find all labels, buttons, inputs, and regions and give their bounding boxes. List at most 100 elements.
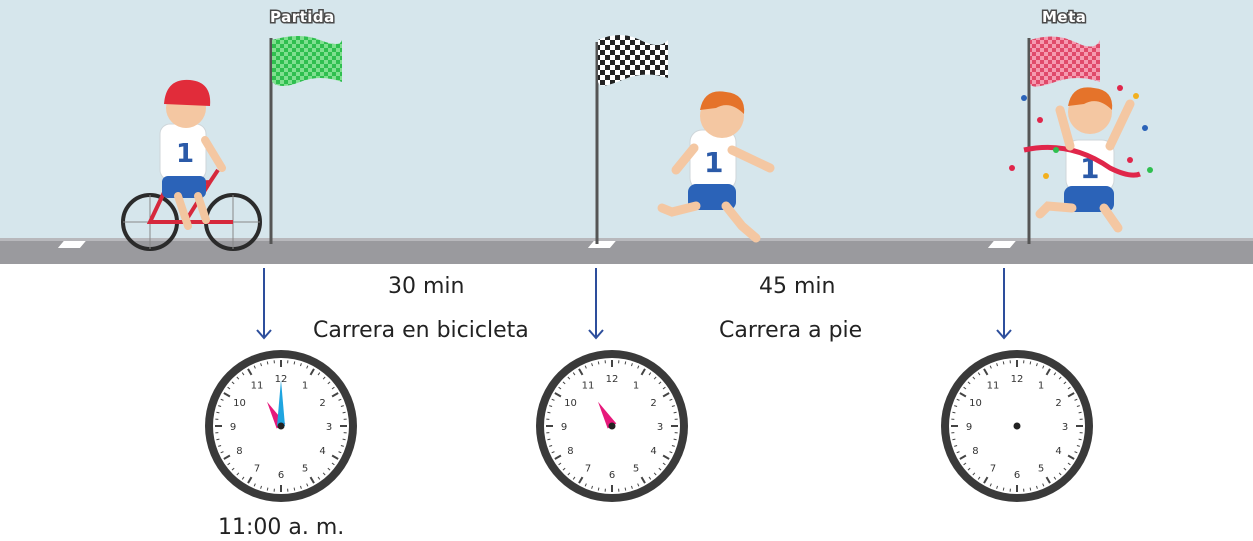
clock-tick (658, 381, 662, 385)
clock-tick (306, 483, 309, 487)
clock-number: 1 (302, 380, 308, 391)
finish-flag (1027, 36, 1100, 244)
clock-tick (673, 411, 677, 414)
clock-tick (1042, 483, 1045, 487)
clock-tick (218, 405, 222, 408)
clock-tick (299, 485, 302, 489)
clock-tick (959, 454, 967, 460)
clock-tick (342, 438, 346, 441)
clock-tick (567, 472, 571, 476)
middle-flag (595, 35, 668, 244)
clock-tick (241, 372, 245, 376)
clock-tick (1053, 372, 1057, 376)
road (0, 238, 1253, 264)
clock-number: 4 (1055, 446, 1061, 457)
clock-tick (989, 483, 992, 487)
clock-tick (299, 363, 302, 367)
clock-tick (954, 405, 958, 408)
clock-number: 2 (1055, 398, 1061, 409)
clock-number: 10 (564, 398, 577, 409)
clock-tick (554, 392, 562, 398)
clock-tick (1058, 472, 1062, 476)
clock-number: 11 (582, 380, 595, 391)
clock-tick (227, 386, 231, 390)
clock-tick (662, 454, 670, 460)
clock-tick (266, 487, 269, 491)
clock-number: 12 (275, 374, 288, 385)
clock-tick (972, 472, 976, 476)
clock-center (1013, 422, 1021, 430)
clock-tick (959, 392, 967, 398)
clock-tick (671, 405, 675, 408)
clock-tick (340, 405, 344, 408)
clock-tick (983, 476, 989, 484)
clock-tick (578, 368, 584, 376)
clock-tick (1078, 411, 1082, 414)
clock-tick (218, 444, 222, 447)
clock-tick (260, 363, 263, 367)
clock-number: 8 (567, 446, 573, 457)
clock-tick (220, 451, 224, 454)
clock-number: 5 (633, 464, 639, 475)
clock-tick (662, 392, 670, 398)
clock-tick (1045, 368, 1051, 376)
start-time-label: 11:00 a. m. (218, 515, 345, 540)
clock-number: 6 (1014, 470, 1020, 481)
finish-line-mark (987, 241, 1016, 248)
clock-tick (624, 361, 627, 365)
clock-tick (648, 372, 652, 376)
clock-tick (562, 381, 566, 385)
clock-number: 11 (987, 380, 1000, 391)
clock-number: 12 (1011, 374, 1024, 385)
clock-tick (1074, 398, 1078, 401)
clock-tick (266, 361, 269, 365)
clock-tick (231, 381, 235, 385)
start-arrow (256, 268, 272, 340)
clock-tick (640, 476, 646, 484)
clock-tick (241, 476, 245, 480)
clock-tick (338, 451, 342, 454)
clock-tick (972, 376, 976, 380)
clock-tick (1067, 462, 1071, 466)
clock-tick (637, 365, 640, 369)
clock-tick (963, 386, 967, 390)
clock-tick (309, 476, 315, 484)
clock-tick (549, 444, 553, 447)
clock-tick (322, 472, 326, 476)
clock-tick (671, 444, 675, 447)
clock-center (608, 422, 616, 430)
clock-tick (640, 368, 646, 376)
clock-tick (293, 361, 296, 365)
clock-number: 6 (609, 470, 615, 481)
finish-arrow (996, 268, 1012, 340)
clock-number: 11 (251, 380, 264, 391)
clock-tick (216, 438, 220, 441)
clock-tick (1058, 376, 1062, 380)
arrows (256, 268, 1012, 340)
clock-tick (216, 411, 220, 414)
clock-tick (338, 398, 342, 401)
clock-tick (327, 381, 331, 385)
clock-tick (597, 361, 600, 365)
clock-tick (567, 376, 571, 380)
clock-tick (983, 368, 989, 376)
clock-tick (630, 485, 633, 489)
svg-text:1: 1 (704, 146, 723, 179)
hour-hand (598, 401, 617, 429)
clock-tick (317, 476, 321, 480)
clock-tick (1076, 405, 1080, 408)
clock-tick (253, 483, 256, 487)
clock-tick (306, 365, 309, 369)
clock-tick (630, 363, 633, 367)
clock-tick (956, 451, 960, 454)
clock-tick (584, 483, 587, 487)
clock-tick (952, 411, 956, 414)
clock-number: 5 (1038, 464, 1044, 475)
cyclist-illustration: 1 (121, 79, 262, 251)
finish-flag-label: Meta (1040, 7, 1087, 28)
confetti (1009, 85, 1153, 179)
clock-tick (977, 476, 981, 480)
clock-tick (236, 376, 240, 380)
